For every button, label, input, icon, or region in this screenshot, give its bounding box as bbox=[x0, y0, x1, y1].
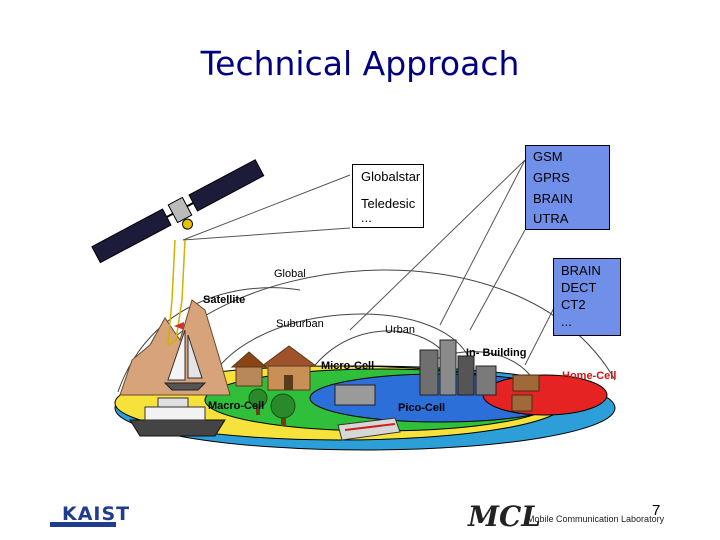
box-right-line: BRAIN bbox=[533, 191, 573, 206]
link-line bbox=[349, 159, 526, 331]
slide-title: Technical Approach bbox=[200, 44, 520, 83]
box-left-line: ... bbox=[361, 210, 372, 225]
house-icon bbox=[230, 351, 268, 387]
cellular-standards-box: GSM GPRS BRAIN UTRA bbox=[525, 145, 610, 230]
home-cell-label: Home-Cell bbox=[562, 370, 617, 382]
satellite-systems-box: Globalstar Teledesic ... bbox=[352, 164, 424, 228]
urban-label: Urban bbox=[385, 324, 415, 336]
link-line bbox=[439, 159, 526, 326]
suburban-label: Suburban bbox=[276, 318, 324, 330]
city-buildings-icon bbox=[334, 339, 497, 406]
uplink-beam bbox=[167, 239, 186, 347]
pico-cell-label: Pico-Cell bbox=[398, 402, 446, 414]
macro-cell-label: Macro-Cell bbox=[208, 400, 265, 412]
suburban-dome bbox=[204, 313, 471, 391]
kaist-logo: KAIST bbox=[62, 503, 131, 525]
satellite-label: Satellite bbox=[203, 294, 246, 306]
box-left-line: Globalstar bbox=[361, 169, 421, 184]
kaist-logo-bar bbox=[50, 522, 116, 527]
train-icon bbox=[337, 417, 401, 441]
link-line bbox=[182, 174, 351, 241]
box-right-line: GSM bbox=[533, 149, 563, 164]
satellite-icon bbox=[91, 159, 265, 264]
mcl-lab-name: Mobile Communication Laboratory bbox=[527, 514, 665, 524]
mountain bbox=[119, 299, 231, 396]
furniture-icon bbox=[511, 374, 540, 412]
box-bottom-line: DECT bbox=[561, 280, 597, 295]
box-right-line: UTRA bbox=[533, 211, 569, 226]
cordless-standards-box: BRAIN DECT CT2 ... bbox=[553, 258, 621, 336]
link-line bbox=[524, 299, 559, 366]
box-bottom-line: BRAIN bbox=[561, 263, 601, 278]
global-label: Global bbox=[274, 268, 306, 280]
box-bottom-line: ... bbox=[561, 314, 572, 329]
mcl-logo: MCL bbox=[468, 500, 541, 533]
house-icon bbox=[260, 345, 318, 391]
sailboat-icon bbox=[163, 322, 207, 391]
link-line bbox=[182, 227, 351, 241]
in-building-label: In- Building bbox=[466, 347, 527, 359]
page-number: 7 bbox=[652, 502, 661, 519]
ferry-icon bbox=[129, 397, 226, 437]
link-line bbox=[469, 229, 526, 331]
tree-icon bbox=[270, 393, 296, 426]
tree-icon bbox=[248, 388, 268, 415]
micro-cell-label: Micro-Cell bbox=[321, 360, 375, 372]
box-left-line: Teledesic bbox=[361, 196, 416, 211]
box-right-line: GPRS bbox=[533, 170, 570, 185]
box-bottom-line: CT2 bbox=[561, 297, 586, 312]
